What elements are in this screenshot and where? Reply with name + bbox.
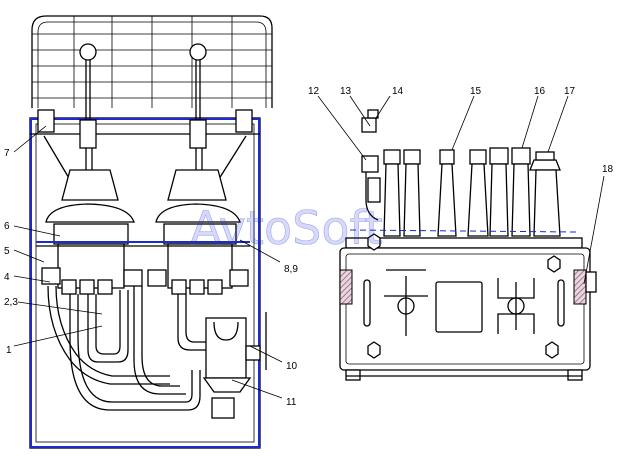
callout-5: 5 <box>4 246 10 257</box>
control-lever-right <box>189 43 207 200</box>
callout-8-9: 8,9 <box>284 264 298 275</box>
callout-13: 13 <box>340 86 352 97</box>
callout-1: 1 <box>6 345 12 356</box>
callout-14: 14 <box>392 86 404 97</box>
callout-11: 11 <box>286 397 297 408</box>
guard-grille <box>31 15 273 108</box>
watermark: AvtoSoft <box>190 201 383 255</box>
top-fittings <box>361 109 561 237</box>
control-lever-left <box>79 43 97 200</box>
callout-18: 18 <box>602 164 614 175</box>
callout-16: 16 <box>534 86 546 97</box>
leader-lines <box>13 95 605 399</box>
fittings-row <box>41 267 249 295</box>
boot-right <box>155 203 241 223</box>
callout-7: 7 <box>4 148 10 159</box>
callout-10: 10 <box>286 361 298 372</box>
callout-15: 15 <box>470 86 482 97</box>
side-view <box>339 109 597 381</box>
callout-2-3: 2,3 <box>4 297 18 308</box>
callout-12: 12 <box>308 86 320 97</box>
callout-labels: 1 2,3 4 5 6 7 8,9 10 11 12 13 14 15 16 1… <box>4 86 614 408</box>
callout-4: 4 <box>4 272 10 283</box>
boot-left <box>45 203 135 223</box>
callout-17: 17 <box>564 86 576 97</box>
callout-6: 6 <box>4 221 10 232</box>
frame-highlight <box>30 118 260 448</box>
front-view <box>29 15 273 449</box>
